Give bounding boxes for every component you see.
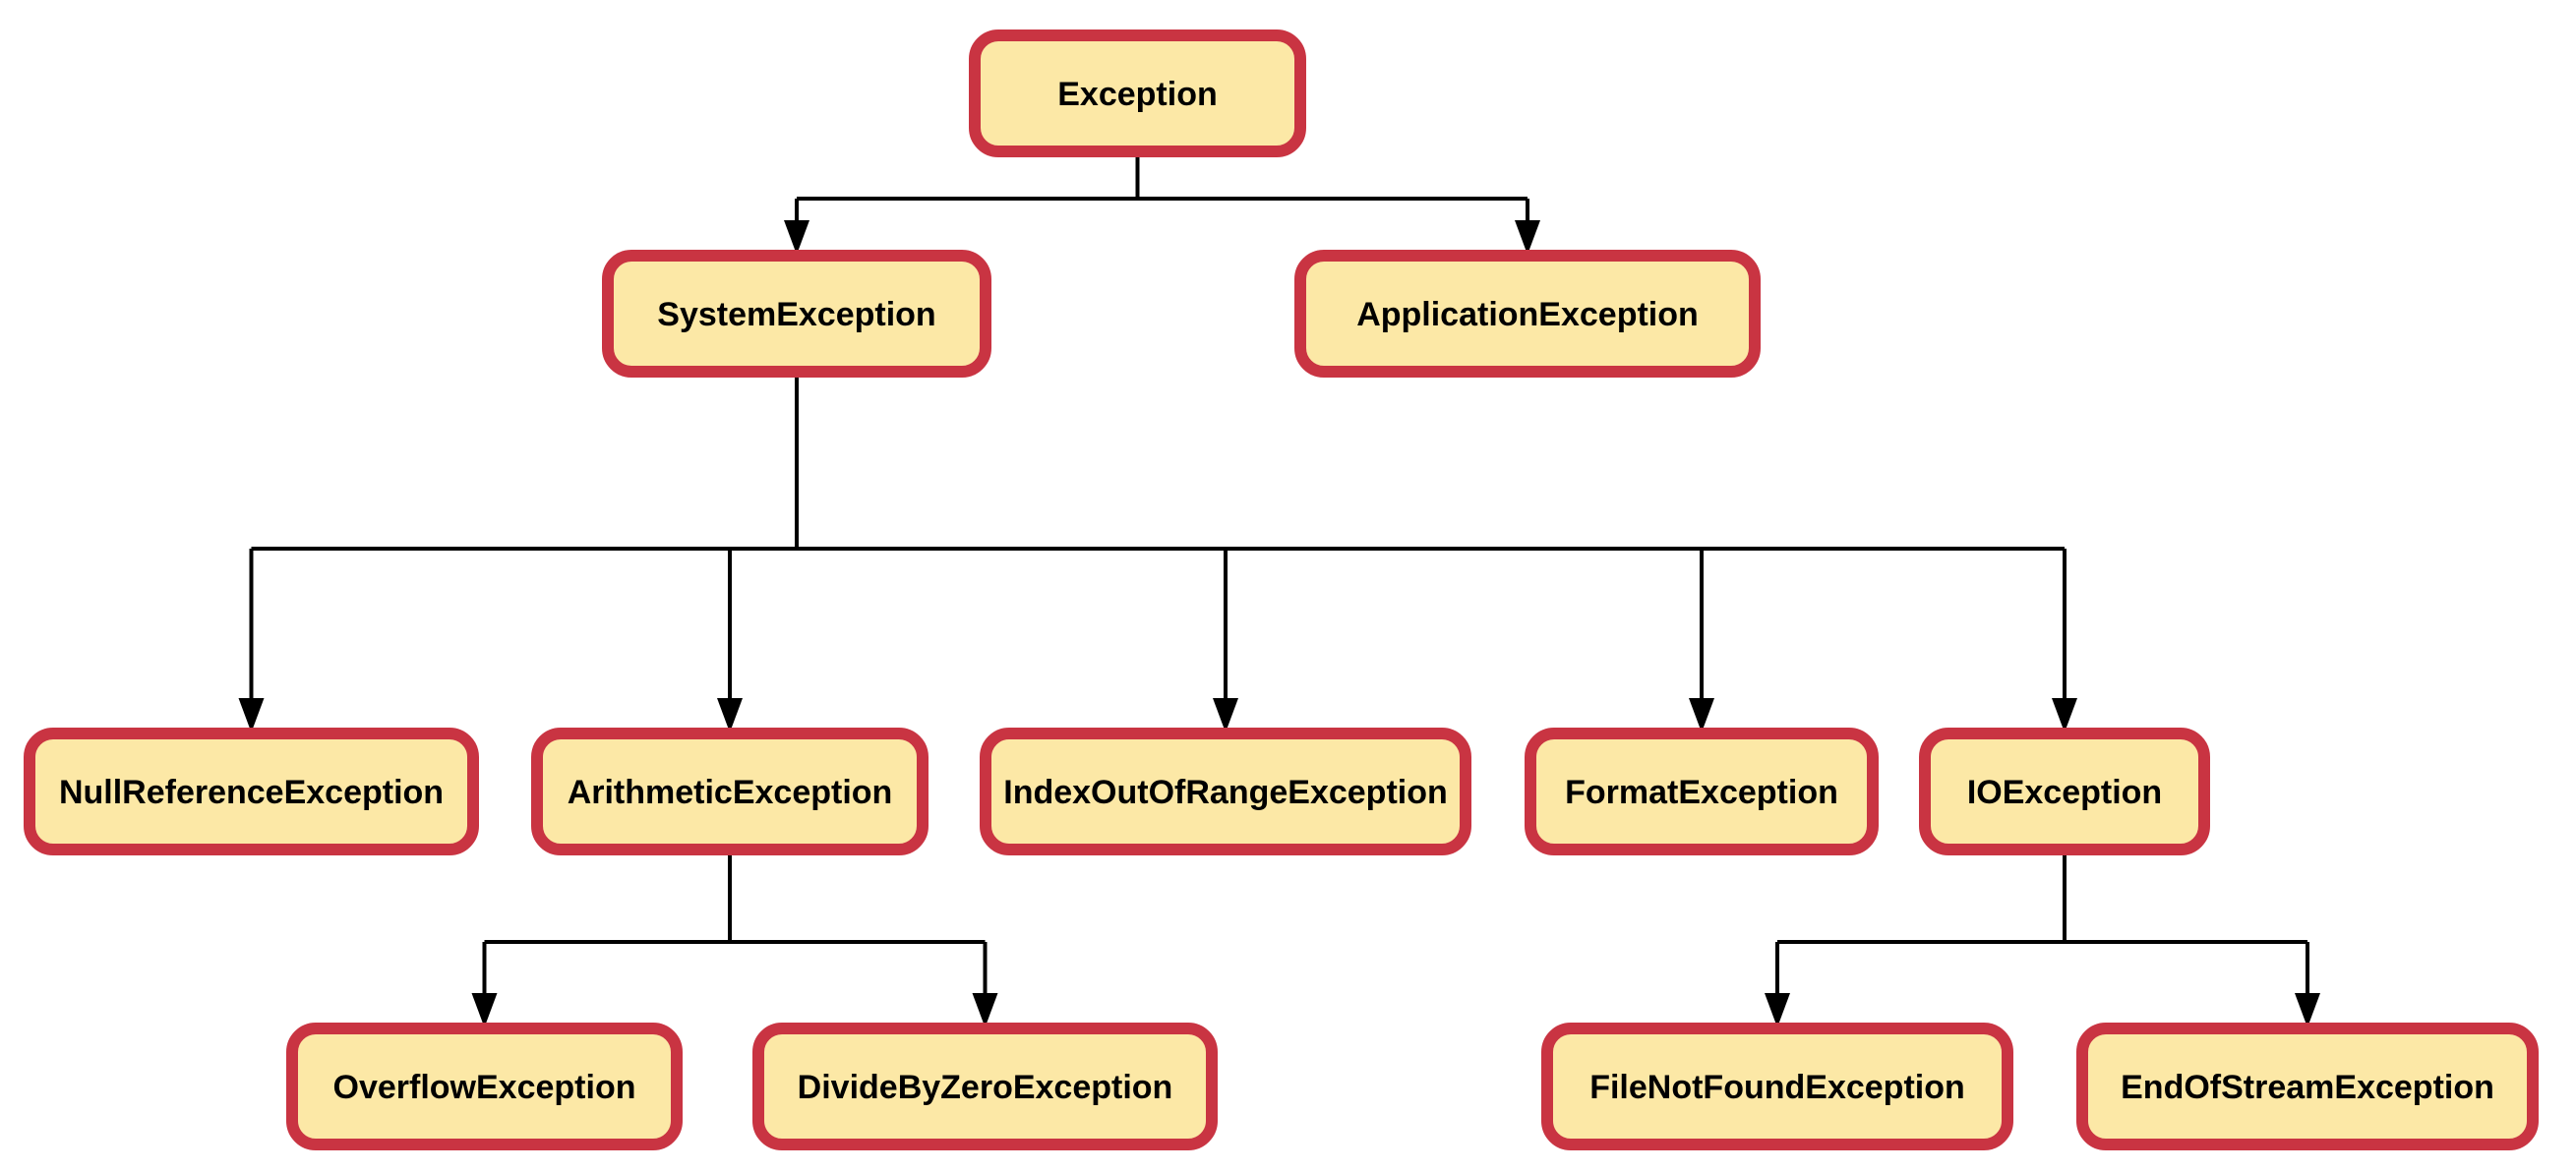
node-label: IOException bbox=[1967, 774, 2162, 811]
node-label: EndOfStreamException bbox=[2121, 1069, 2494, 1106]
node-box bbox=[1294, 250, 1761, 378]
node-label: SystemException bbox=[657, 296, 935, 333]
arrowhead-icon bbox=[2295, 993, 2320, 1027]
node-box bbox=[2076, 1023, 2539, 1150]
node-box bbox=[969, 29, 1306, 157]
node-exception: Exception bbox=[969, 29, 1306, 157]
arrowhead-icon bbox=[2052, 698, 2077, 733]
node-system-exception: SystemException bbox=[602, 250, 991, 378]
node-box bbox=[602, 250, 991, 378]
node-box bbox=[1919, 728, 2210, 855]
node-file-not-found-exception: FileNotFoundException bbox=[1541, 1023, 2013, 1150]
node-label: ApplicationException bbox=[1356, 296, 1699, 333]
connector-io-exception bbox=[1775, 850, 2309, 997]
arrowhead-icon bbox=[1515, 220, 1540, 255]
node-overflow-exception: OverflowException bbox=[286, 1023, 683, 1150]
arrowhead-icon bbox=[972, 993, 998, 1027]
node-arithmetic-exception: ArithmeticException bbox=[531, 728, 929, 855]
arrowhead-icon bbox=[1213, 698, 1238, 733]
node-index-out-of-range-exception: IndexOutOfRangeException bbox=[980, 728, 1471, 855]
node-box bbox=[531, 728, 929, 855]
connector-exception bbox=[795, 151, 1529, 224]
node-divide-by-zero-exception: DivideByZeroException bbox=[752, 1023, 1218, 1150]
arrowhead-icon bbox=[717, 698, 743, 733]
arrowhead-icon bbox=[1689, 698, 1714, 733]
node-application-exception: ApplicationException bbox=[1294, 250, 1761, 378]
node-format-exception: FormatException bbox=[1525, 728, 1879, 855]
node-box bbox=[24, 728, 479, 855]
node-end-of-stream-exception: EndOfStreamException bbox=[2076, 1023, 2539, 1150]
arrowhead-icon bbox=[471, 993, 498, 1027]
arrowhead-icon bbox=[784, 220, 809, 255]
node-io-exception: IOException bbox=[1919, 728, 2210, 855]
node-box bbox=[980, 728, 1471, 855]
node-box bbox=[1541, 1023, 2013, 1150]
node-label: DivideByZeroException bbox=[798, 1069, 1173, 1106]
node-box bbox=[1525, 728, 1879, 855]
node-label: ArithmeticException bbox=[568, 774, 893, 811]
node-box bbox=[286, 1023, 683, 1150]
arrowhead-icon bbox=[238, 698, 265, 733]
node-label: FormatException bbox=[1565, 774, 1838, 811]
node-label: FileNotFoundException bbox=[1589, 1069, 1965, 1106]
connector-arithmetic-exception bbox=[482, 850, 988, 997]
node-null-reference-exception: NullReferenceException bbox=[24, 728, 479, 855]
node-label: NullReferenceException bbox=[59, 774, 444, 811]
node-label: Exception bbox=[1057, 76, 1217, 113]
node-box bbox=[752, 1023, 1218, 1150]
connector-system-exception bbox=[249, 372, 2067, 702]
node-label: OverflowException bbox=[333, 1069, 636, 1106]
node-label: IndexOutOfRangeException bbox=[1003, 774, 1448, 811]
arrowhead-icon bbox=[1765, 993, 1790, 1027]
